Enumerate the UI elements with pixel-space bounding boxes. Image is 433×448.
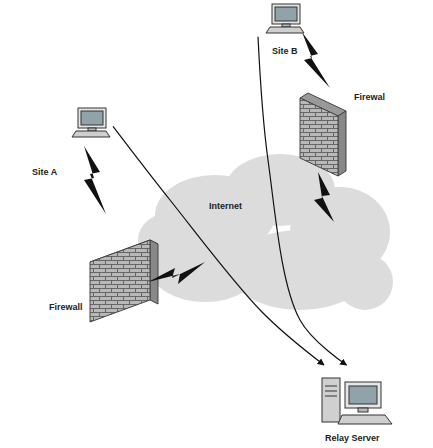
node-text: Firewall: [49, 302, 83, 313]
internet-cloud: [138, 154, 393, 310]
cloud-label: Internet: [205, 198, 263, 216]
connector-arc: [113, 126, 324, 365]
lightning-bolt: [302, 32, 330, 88]
computer-icon: [72, 108, 110, 137]
firewall-wall: [90, 240, 158, 322]
computer-icon: [266, 4, 304, 33]
site-label: Site B: [258, 2, 318, 60]
firewall-wall: [300, 93, 346, 176]
connector-arc: [258, 37, 347, 365]
server-icon: [322, 378, 392, 424]
site-label: Site A: [28, 103, 113, 181]
lightning-bolt: [314, 172, 334, 222]
node-text: Firewal: [354, 92, 385, 103]
firewall-label: Firewal: [296, 88, 396, 178]
node-text: Relay Server: [325, 433, 380, 444]
firewall-label: Firewall: [45, 236, 165, 321]
node-text: Internet: [209, 201, 242, 212]
node-text: Site A: [32, 167, 57, 178]
node-text: Site B: [272, 46, 298, 57]
lightning-bolt: [148, 262, 205, 284]
server-label: Relay Server: [315, 365, 405, 447]
lightning-bolt: [84, 146, 106, 214]
